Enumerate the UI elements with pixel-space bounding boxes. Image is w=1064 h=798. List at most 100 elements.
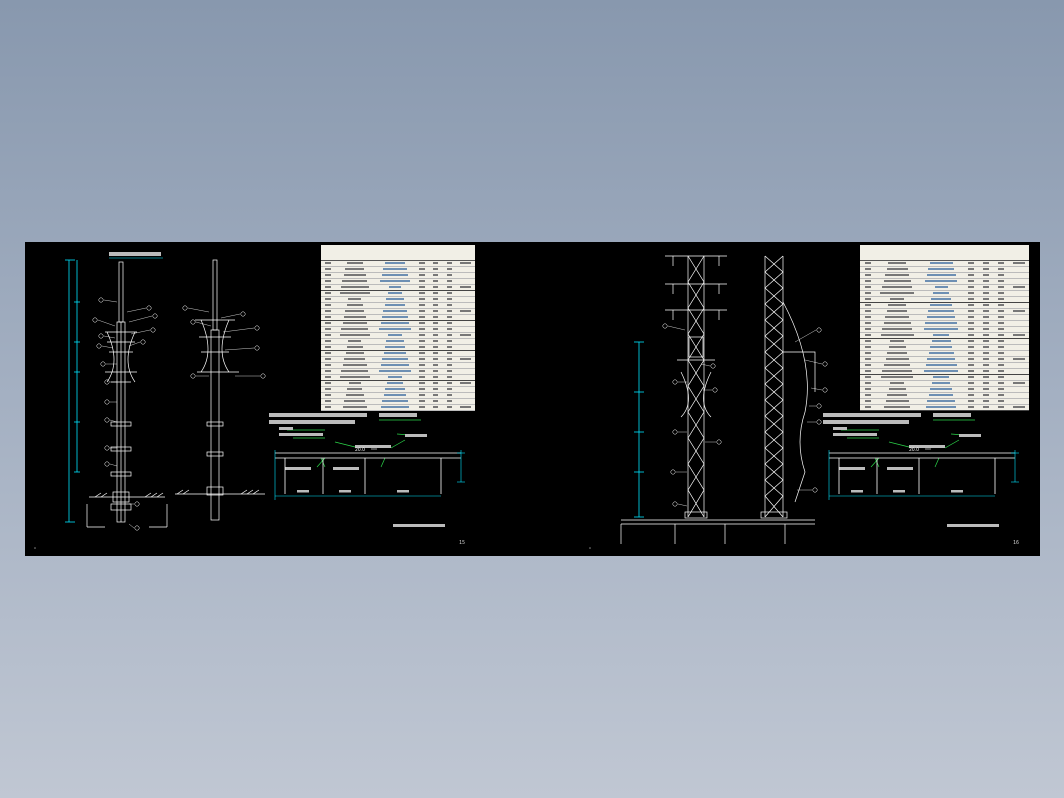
- callout-balloon: [254, 345, 260, 351]
- table-row: [321, 405, 475, 411]
- callout-balloon: [712, 387, 718, 393]
- callout-balloon: [254, 325, 260, 331]
- callout-leader: [103, 299, 118, 303]
- callout-balloon: [140, 339, 146, 345]
- table-row: [860, 279, 1029, 285]
- callout-balloon: [816, 327, 822, 333]
- table-header: [860, 255, 1029, 261]
- callout-leader: [109, 419, 118, 423]
- left-material-table: [321, 245, 475, 411]
- cad-drawing-viewport[interactable]: 20.0: [25, 242, 1040, 556]
- table-row: [321, 339, 475, 345]
- table-row: [321, 393, 475, 399]
- callout-leader: [101, 345, 114, 349]
- table-row: [860, 393, 1029, 399]
- left-crossarm-detail: 20.0: [274, 427, 465, 500]
- callout-balloon: [98, 297, 104, 303]
- table-row: [860, 351, 1029, 357]
- table-row: [321, 375, 475, 381]
- table-row: [860, 297, 1029, 303]
- table-row: [860, 405, 1029, 411]
- table-row: [860, 375, 1029, 381]
- callout-leader: [109, 463, 118, 467]
- callout-balloon: [150, 327, 156, 333]
- right-sheet-number: 16: [1013, 540, 1020, 546]
- callout-balloon: [152, 313, 158, 319]
- table-row: [860, 363, 1029, 369]
- callout-balloon: [716, 439, 722, 445]
- lattice-tower-side: [760, 255, 816, 519]
- callout-balloon: [260, 373, 266, 379]
- table-row: [860, 261, 1029, 267]
- table-row: [860, 303, 1029, 309]
- left-notes: [269, 413, 421, 424]
- callout-leader: [128, 315, 153, 323]
- callout-balloon: [670, 469, 676, 475]
- callout-balloon: [104, 379, 110, 385]
- table-row: [860, 399, 1029, 405]
- callout-balloon: [134, 525, 140, 531]
- table-row: [321, 357, 475, 363]
- table-row: [860, 387, 1029, 393]
- callout-leader: [222, 327, 255, 333]
- right-elevation-label: 20.0: [909, 447, 919, 453]
- callout-balloon: [822, 387, 828, 393]
- callout-balloon: [96, 343, 102, 349]
- callout-balloon: [812, 487, 818, 493]
- callout-leader: [220, 313, 241, 319]
- callout-balloon: [672, 429, 678, 435]
- callout-balloon: [662, 323, 668, 329]
- table-row: [860, 321, 1029, 327]
- callout-leader: [130, 329, 151, 335]
- table-row: [860, 381, 1029, 387]
- callout-balloon: [92, 317, 98, 323]
- callout-leader: [700, 363, 711, 367]
- callout-balloon: [104, 399, 110, 405]
- left-table-rows: [321, 255, 475, 411]
- callout-leader: [187, 307, 210, 313]
- callout-leader: [810, 387, 823, 391]
- table-row: [321, 267, 475, 273]
- table-row: [321, 279, 475, 285]
- callout-balloon: [190, 319, 196, 325]
- table-row: [860, 285, 1029, 291]
- table-row: [321, 297, 475, 303]
- table-row: [321, 333, 475, 339]
- callout-leader: [794, 329, 817, 343]
- left-vertical-dimension: [65, 259, 80, 523]
- table-row: [321, 261, 475, 267]
- left-drawing-caption: [393, 524, 445, 527]
- table-row: [860, 291, 1029, 297]
- callout-leader: [97, 319, 116, 327]
- callout-leader: [128, 341, 141, 347]
- table-row: [321, 381, 475, 387]
- table-row: [860, 315, 1029, 321]
- table-row: [860, 267, 1029, 273]
- callout-balloon: [100, 361, 106, 367]
- table-row: [321, 291, 475, 297]
- table-row: [860, 345, 1029, 351]
- left-elevation-marker: 20.0: [355, 447, 377, 453]
- left-elevation-label: 20.0: [355, 447, 365, 453]
- right-material-table: [860, 245, 1029, 411]
- table-row: [860, 273, 1029, 279]
- table-row: [860, 339, 1029, 345]
- table-row: [321, 351, 475, 357]
- callout-balloon: [182, 305, 188, 311]
- table-row: [860, 327, 1029, 333]
- table-row: [321, 399, 475, 405]
- right-drawing-caption: [947, 524, 999, 527]
- lattice-tower-front: [620, 255, 815, 544]
- right-crossarm-detail: 20.0: [828, 427, 1019, 500]
- callout-balloon: [816, 403, 822, 409]
- table-row: [321, 303, 475, 309]
- table-header: [321, 255, 475, 261]
- table-row: [321, 327, 475, 333]
- table-row: [860, 309, 1029, 315]
- pole-side-elevation: [175, 259, 265, 521]
- table-row: [321, 309, 475, 315]
- left-sheet-number: 15: [459, 540, 466, 546]
- callout-leader: [103, 335, 116, 339]
- right-sheet: 20.0: [34, 255, 1019, 549]
- callout-leader: [224, 347, 255, 351]
